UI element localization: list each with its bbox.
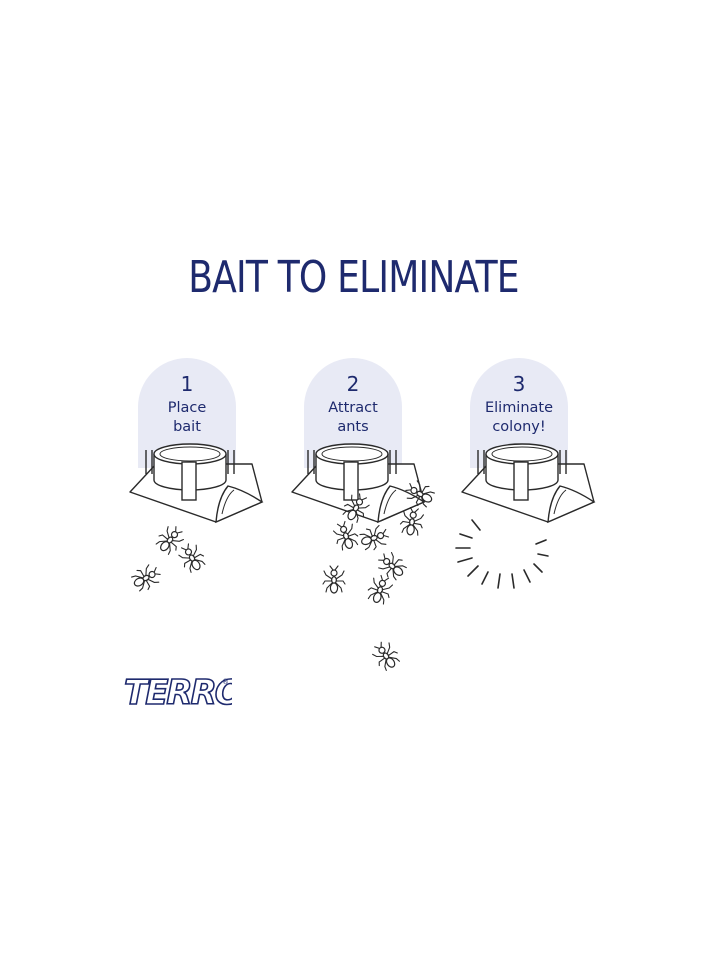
step-1-label: Place bait bbox=[138, 399, 236, 437]
page-title: BAIT TO ELIMINATE bbox=[188, 252, 519, 303]
step-2-label-line1: Attract bbox=[328, 400, 378, 416]
registered-mark: ® bbox=[222, 678, 229, 686]
ant-icon bbox=[322, 565, 346, 594]
ant-icon bbox=[128, 560, 165, 595]
ant-icon bbox=[357, 522, 392, 554]
ant-icon bbox=[368, 637, 404, 674]
ant-icon bbox=[401, 476, 438, 511]
ant-icon bbox=[174, 539, 209, 576]
step-2-number: 2 bbox=[346, 372, 360, 396]
ant-icon bbox=[373, 547, 410, 584]
step-3-label-line2: colony! bbox=[492, 419, 546, 435]
ant-icon bbox=[339, 489, 374, 526]
logo-text: TERRO bbox=[124, 673, 232, 712]
ant-icon bbox=[398, 505, 426, 538]
ant-icon bbox=[330, 518, 362, 553]
ant-icon bbox=[364, 572, 396, 607]
burst-icon bbox=[455, 519, 549, 589]
ant-icon bbox=[152, 521, 189, 558]
step-3-label: Eliminate colony! bbox=[470, 399, 568, 437]
step-2-label-line2: ants bbox=[337, 419, 369, 435]
step-1-number: 1 bbox=[180, 372, 194, 396]
step-1-label-line1: Place bbox=[167, 400, 207, 416]
step-3-label-line1: Eliminate bbox=[484, 400, 554, 416]
terro-logo: TERRO ® bbox=[123, 672, 232, 712]
step-1-label-line2: bait bbox=[173, 419, 201, 435]
step-3-number: 3 bbox=[512, 372, 526, 396]
step-2-label: Attract ants bbox=[304, 399, 402, 437]
